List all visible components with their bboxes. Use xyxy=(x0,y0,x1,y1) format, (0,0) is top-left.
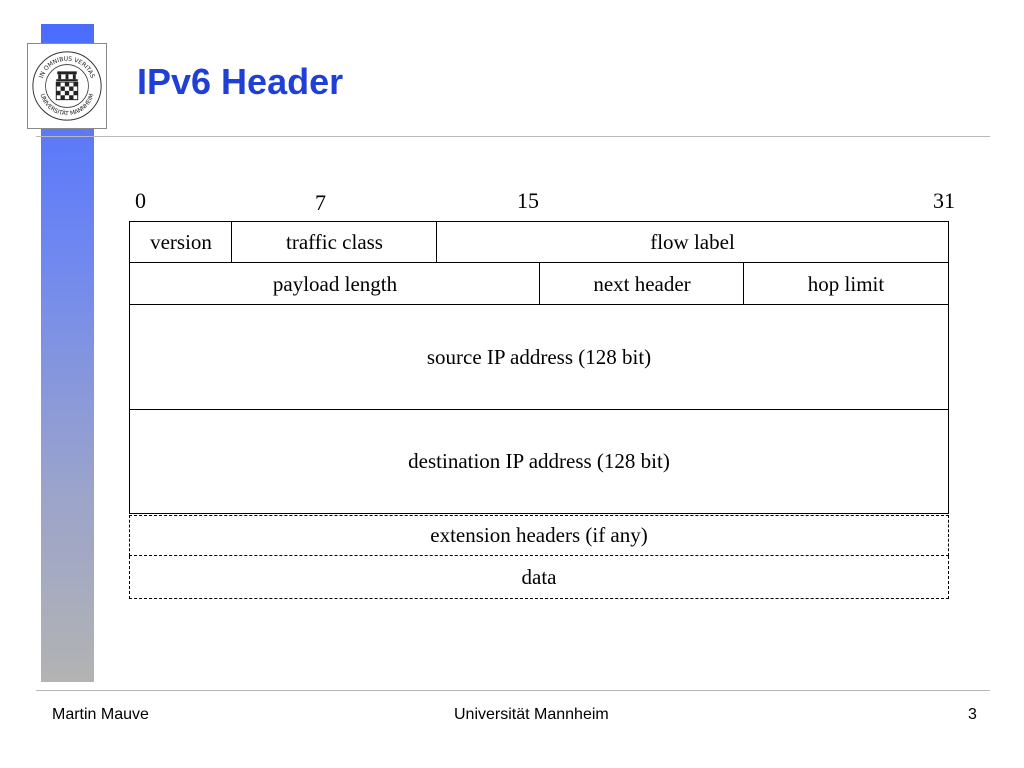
bit-label-31: 31 xyxy=(933,188,955,213)
field-payload-length: payload length xyxy=(129,262,541,306)
footer-author: Martin Mauve xyxy=(52,706,149,723)
field-flow-label: flow label xyxy=(436,221,949,264)
bit-label-15: 15 xyxy=(517,188,539,213)
bit-label-7: 7 xyxy=(315,190,326,215)
header-divider xyxy=(36,136,990,137)
field-hop-limit: hop limit xyxy=(743,262,949,306)
university-seal-icon: IN OMNIBUS VERITAS UNIVERSITÄT MANNHEIM xyxy=(32,51,102,121)
slide-title: IPv6 Header xyxy=(137,61,344,102)
sidebar-gradient-bar xyxy=(41,24,94,682)
field-next-header: next header xyxy=(539,262,745,306)
field-version: version xyxy=(129,221,233,264)
field-traffic-class: traffic class xyxy=(231,221,438,264)
footer-divider xyxy=(36,690,990,691)
university-logo: IN OMNIBUS VERITAS UNIVERSITÄT MANNHEIM xyxy=(27,43,107,129)
field-data: data xyxy=(129,556,949,599)
field-extension-headers: extension headers (if any) xyxy=(129,515,949,556)
field-source-address: source IP address (128 bit) xyxy=(129,304,949,411)
field-destination-address: destination IP address (128 bit) xyxy=(129,409,949,514)
bit-label-0: 0 xyxy=(135,188,146,213)
footer-institution: Universität Mannheim xyxy=(454,706,609,723)
footer-page-number: 3 xyxy=(968,706,977,723)
